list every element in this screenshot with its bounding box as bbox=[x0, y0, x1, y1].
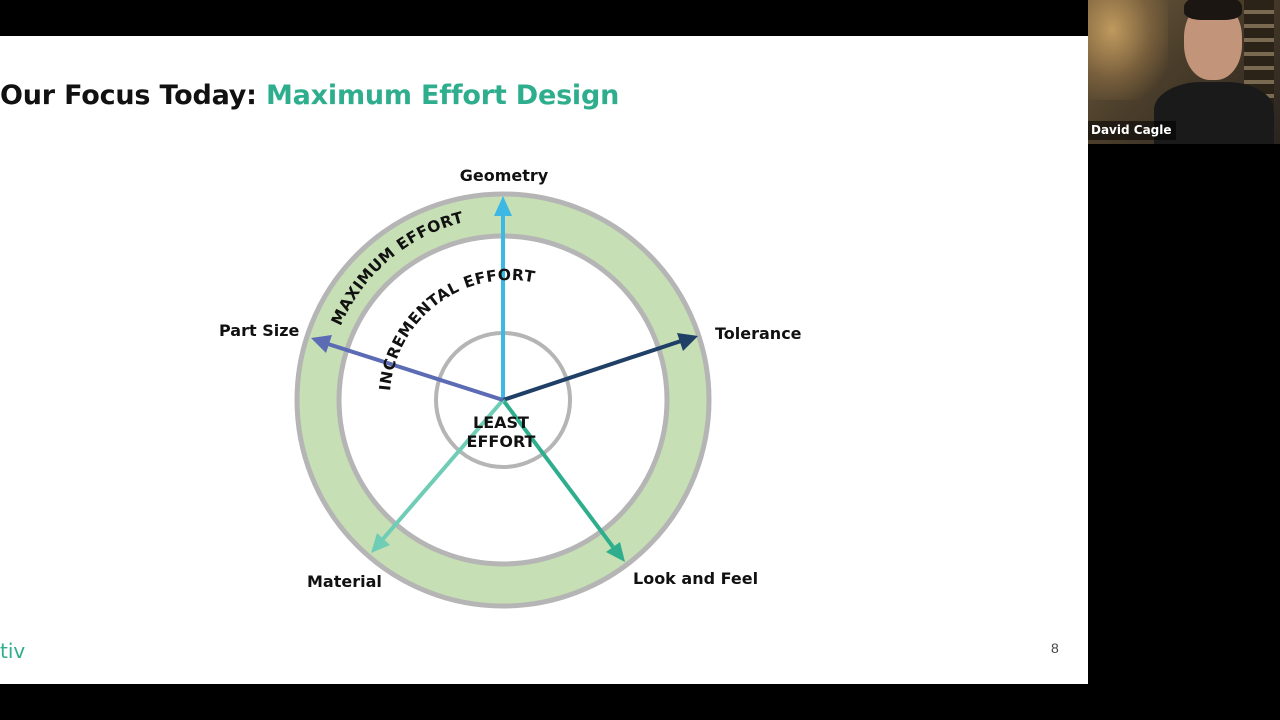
slide-title-accent: Maximum Effort Design bbox=[265, 80, 620, 111]
effort-diagram: MAXIMUM EFFORT INCREMENTAL EFFORT LEAST … bbox=[219, 166, 802, 609]
part-size-arrowhead bbox=[311, 335, 332, 353]
material-arrow bbox=[381, 398, 505, 541]
axis-arrows bbox=[311, 196, 698, 562]
presentation-slide: Our Focus Today: Maximum Effort Design bbox=[0, 36, 1088, 684]
participant-video-tile[interactable] bbox=[1088, 0, 1280, 144]
geometry-label: Geometry bbox=[460, 166, 549, 185]
look-and-feel-arrow bbox=[501, 398, 615, 549]
outer-ring-edge bbox=[294, 191, 712, 609]
participant-name-label: David Cagle bbox=[1088, 121, 1176, 140]
slide-page-number: 8 bbox=[1051, 640, 1059, 656]
tolerance-label: Tolerance bbox=[715, 324, 802, 343]
material-arrowhead bbox=[371, 533, 390, 553]
look-and-feel-label: Look and Feel bbox=[633, 569, 758, 588]
look-and-feel-arrowhead bbox=[606, 542, 625, 562]
geometry-arrowhead bbox=[494, 196, 512, 216]
least-effort-line1: LEAST bbox=[473, 413, 529, 432]
part-size-label: Part Size bbox=[219, 321, 300, 340]
tolerance-arrowhead bbox=[677, 333, 698, 351]
part-size-arrow bbox=[327, 342, 504, 402]
slide-title: Our Focus Today: Maximum Effort Design bbox=[0, 80, 619, 111]
video-background-light bbox=[1088, 0, 1168, 100]
tolerance-arrow bbox=[502, 339, 682, 402]
slide-title-prefix: Our Focus Today: bbox=[0, 80, 257, 111]
participant-hair bbox=[1184, 0, 1242, 20]
company-logo-fragment: tiv bbox=[0, 639, 26, 663]
material-label: Material bbox=[307, 572, 382, 591]
least-effort-line2: EFFORT bbox=[467, 432, 536, 451]
